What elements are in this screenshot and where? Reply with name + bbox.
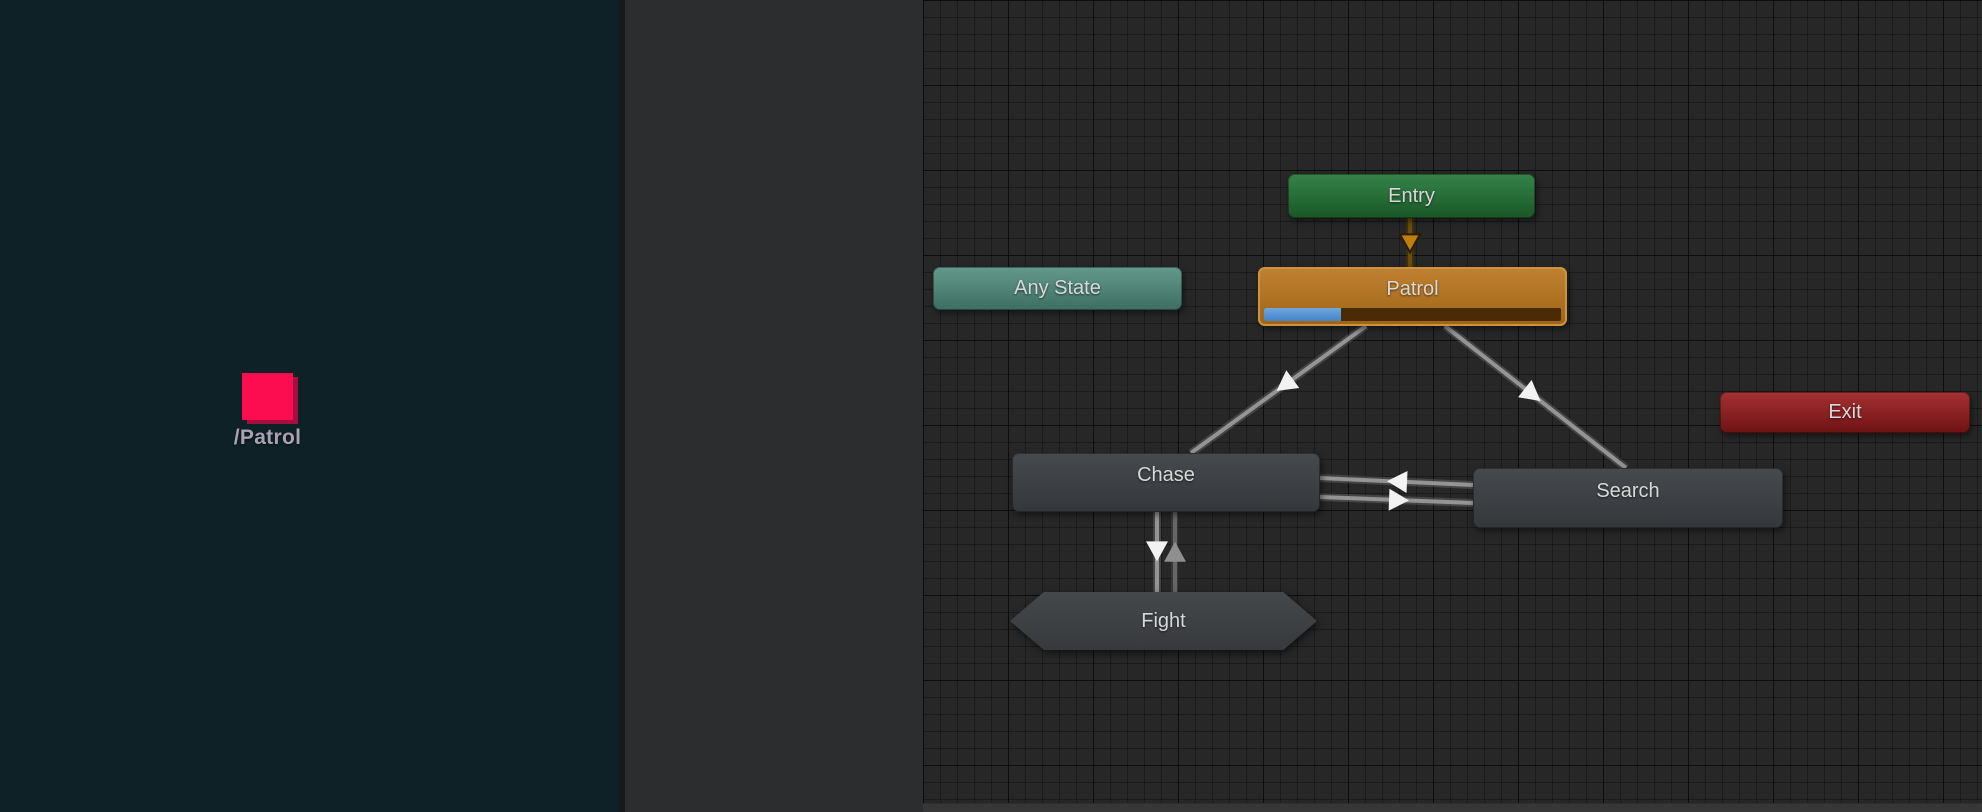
transition-arrowhead[interactable]	[1388, 488, 1410, 511]
layers-panel	[625, 0, 923, 812]
state-node-entry[interactable]: Entry	[1288, 174, 1535, 218]
state-node-label: Search	[1596, 479, 1660, 502]
transition-chase-to-fight[interactable]	[1146, 512, 1168, 592]
state-node-label: Patrol	[1386, 278, 1439, 300]
animator-controller-asset[interactable]: /Patrol	[180, 373, 355, 450]
transition-chase-to-search[interactable]	[1319, 488, 1474, 511]
state-node-patrol[interactable]: Patrol	[1258, 267, 1567, 326]
asset-icon-face	[242, 373, 293, 420]
transition-patrol-to-chase[interactable]	[1188, 322, 1369, 457]
transition-entry-to-patrol[interactable]	[1398, 218, 1422, 267]
transition-patrol-to-search[interactable]	[1442, 322, 1629, 472]
state-node-label: Entry	[1388, 184, 1435, 207]
transition-search-to-chase[interactable]	[1319, 470, 1474, 493]
state-progress-fill	[1264, 308, 1342, 321]
transition-fight-to-chase[interactable]	[1164, 512, 1186, 592]
transition-arrowhead[interactable]	[1387, 470, 1408, 493]
state-node-exit[interactable]: Exit	[1720, 392, 1970, 433]
transition-arrowhead[interactable]	[1398, 233, 1422, 255]
hexagon-shape	[1010, 592, 1317, 650]
animator-asset-icon[interactable]	[242, 373, 298, 424]
state-node-search[interactable]: Search	[1473, 468, 1783, 528]
state-node-fight[interactable]: Fight	[1010, 592, 1317, 650]
transition-arrowhead[interactable]	[1518, 379, 1541, 401]
project-panel: /Patrol	[0, 0, 618, 812]
horizontal-scrollbar[interactable]	[923, 803, 1982, 812]
transition-arrowhead[interactable]	[1276, 370, 1300, 391]
panel-divider[interactable]	[618, 0, 625, 812]
state-node-label: Fight	[1141, 609, 1186, 632]
transition-arrowhead[interactable]	[1164, 541, 1186, 562]
state-node-label: Chase	[1137, 464, 1195, 486]
animator-asset-label: /Patrol	[233, 426, 302, 449]
state-node-any-state[interactable]: Any State	[933, 267, 1182, 310]
state-node-chase[interactable]: Chase	[1012, 453, 1320, 512]
state-node-label: Any State	[1014, 277, 1101, 299]
state-node-label: Exit	[1828, 401, 1862, 423]
state-progress-track	[1264, 308, 1561, 321]
transition-arrowhead[interactable]	[1146, 541, 1168, 562]
